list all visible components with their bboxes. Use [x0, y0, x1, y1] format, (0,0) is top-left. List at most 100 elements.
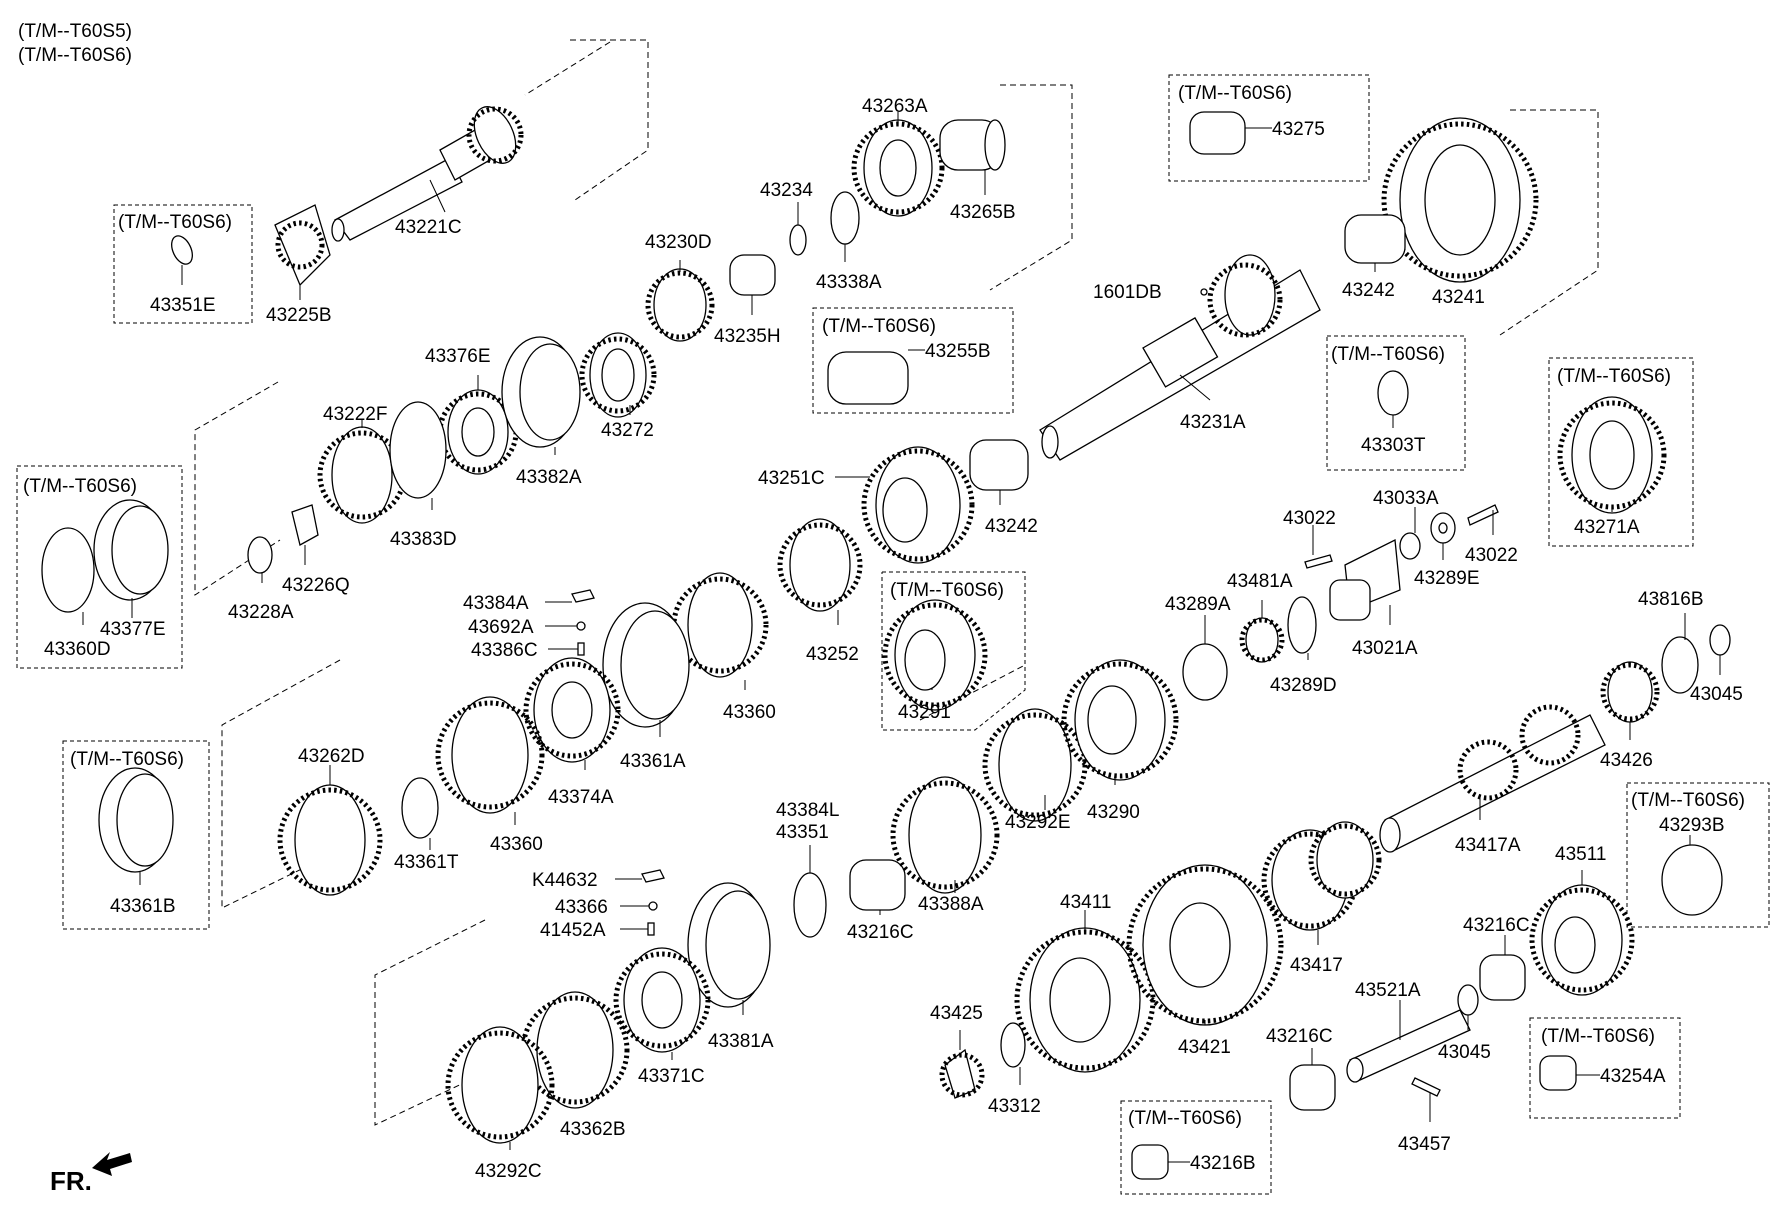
- needle-bearing-43265B: [939, 119, 1006, 171]
- synchro-ring-43383D: [389, 401, 447, 499]
- washer-43289E: [1430, 512, 1456, 544]
- synchro-sleeve-43361A: [602, 602, 690, 728]
- thrust-washer-43338A: [830, 191, 860, 245]
- part-label-43816B: 43816B: [1638, 589, 1704, 610]
- needle-bearing-43216C-mid: [849, 859, 906, 911]
- part-label-43255B: 43255B: [925, 341, 991, 362]
- synchro-ring-43360-lower: [435, 696, 545, 814]
- gear-43271A: [1557, 396, 1667, 514]
- part-label-43384A: 43384A: [463, 593, 529, 614]
- part-label-43262D: 43262D: [298, 746, 365, 767]
- part-label-43231A: 43231A: [1180, 412, 1246, 433]
- part-label-43045-lower: 43045: [1438, 1042, 1491, 1063]
- part-label-43272: 43272: [601, 420, 654, 441]
- part-label-43366: 43366: [555, 897, 608, 918]
- synchro-ring-43292C: [445, 1026, 555, 1144]
- part-label-43384L: 43384L: [776, 800, 839, 821]
- part-label-43360-upper: 43360: [723, 702, 776, 723]
- needle-bearing-43216B: [1131, 1144, 1169, 1180]
- svg-text:(T/M--T60S6): (T/M--T60S6): [1128, 1108, 1242, 1129]
- bolt-43022-left: [1304, 554, 1333, 569]
- svg-text:(T/M--T60S6): (T/M--T60S6): [70, 749, 184, 770]
- part-label-43481A: 43481A: [1227, 571, 1293, 592]
- o-ring-43045-lower: [1457, 984, 1479, 1016]
- synchro-ring-43292E: [982, 708, 1088, 822]
- gear-43291: [882, 599, 988, 711]
- synchro-ring-43362B: [520, 991, 630, 1109]
- spring-43386C: [577, 642, 585, 656]
- part-label-43291: 43291: [898, 702, 951, 723]
- svg-text:(T/M--T60S6): (T/M--T60S6): [890, 580, 1004, 601]
- front-direction-indicator: FR.: [50, 1152, 132, 1196]
- snap-ring-43312: [1000, 1022, 1026, 1068]
- svg-text:(T/M--T60S6): (T/M--T60S6): [1331, 344, 1445, 365]
- svg-text:(T/M--T60S6): (T/M--T60S6): [118, 212, 232, 233]
- part-label-43388A: 43388A: [918, 894, 984, 915]
- gear-43241: [1381, 117, 1539, 283]
- part-label-43022-left: 43022: [1283, 508, 1336, 529]
- part-label-43417A: 43417A: [1455, 835, 1521, 856]
- part-label-43374A: 43374A: [548, 787, 614, 808]
- gear-43290: [1061, 659, 1179, 781]
- bevel-gear-43225B: [274, 204, 331, 287]
- variant-box-43293B: (T/M--T60S6): [1626, 782, 1770, 928]
- countershaft-43417A: [1379, 704, 1606, 853]
- part-label-43361T: 43361T: [394, 852, 459, 873]
- part-label-43242-lower: 43242: [985, 516, 1038, 537]
- part-label-43271A: 43271A: [1574, 517, 1640, 538]
- part-label-43376E: 43376E: [425, 346, 491, 367]
- gear-43421: [1126, 864, 1284, 1026]
- needle-bearing-43216C-right: [1479, 954, 1526, 1001]
- part-label-43045-upper: 43045: [1690, 684, 1743, 705]
- thrust-washer-43289A: [1182, 643, 1228, 701]
- o-ring-43033A: [1399, 532, 1421, 560]
- gear-43481A: [1239, 617, 1285, 663]
- synchro-ring-43262D: [277, 784, 383, 896]
- part-label-43290: 43290: [1087, 802, 1140, 823]
- synchro-ring-43252: [777, 518, 863, 612]
- part-label-43021A: 43021A: [1352, 638, 1418, 659]
- part-label-43263A: 43263A: [862, 96, 928, 117]
- synchro-hub-43374A: [523, 657, 621, 763]
- variant-box-43303T: (T/M--T60S6): [1326, 335, 1466, 471]
- part-label-43360D: 43360D: [44, 639, 111, 660]
- gear-43511: [1529, 884, 1635, 996]
- variant-box-43361B: (T/M--T60S6): [62, 740, 210, 930]
- part-label-43289A: 43289A: [1165, 594, 1231, 615]
- retainer-43021A: [1329, 538, 1401, 621]
- part-label-43275: 43275: [1272, 119, 1325, 140]
- part-label-43216B: 43216B: [1190, 1153, 1256, 1174]
- part-label-43230D: 43230D: [645, 232, 712, 253]
- part-label-43425: 43425: [930, 1003, 983, 1024]
- svg-text:(T/M--T60S6): (T/M--T60S6): [1557, 366, 1671, 387]
- spring-41452A: [647, 922, 655, 936]
- plug-1601DB: [1200, 288, 1208, 296]
- part-label-43293B: 43293B: [1659, 815, 1725, 836]
- part-label-43371C: 43371C: [638, 1066, 705, 1087]
- front-label: FR.: [50, 1166, 92, 1196]
- part-label-43338A: 43338A: [816, 272, 882, 293]
- part-label-43216C-mid: 43216C: [847, 922, 914, 943]
- sleeve-43361B: [98, 767, 174, 873]
- part-label-43216C-lower: 43216C: [1266, 1026, 1333, 1047]
- needle-bearing-43235H: [729, 254, 776, 296]
- ball-43692A: [576, 621, 586, 631]
- variant-box-43255B: (T/M--T60S6): [812, 307, 1014, 414]
- ball-43366: [648, 901, 658, 911]
- variant-box-43291: (T/M--T60S6): [881, 571, 1026, 731]
- gear-43426: [1600, 661, 1660, 723]
- bearing-cup-43293B: [1661, 844, 1723, 916]
- part-label-43022-right: 43022: [1465, 545, 1518, 566]
- needle-bearing-43255B: [827, 351, 909, 405]
- part-label-43421: 43421: [1178, 1037, 1231, 1058]
- part-label-43225B: 43225B: [266, 305, 332, 326]
- part-label-43426: 43426: [1600, 750, 1653, 771]
- needle-bearing-43275: [1189, 111, 1246, 155]
- part-label-41452A: 41452A: [540, 920, 606, 941]
- needle-bearing-43254A: [1539, 1055, 1577, 1091]
- part-label-43228A: 43228A: [228, 602, 294, 623]
- variant-box-43216B: (T/M--T60S6): [1120, 1100, 1272, 1195]
- part-label-43411: 43411: [1060, 892, 1111, 913]
- output-shaft-43231A: [1039, 254, 1321, 461]
